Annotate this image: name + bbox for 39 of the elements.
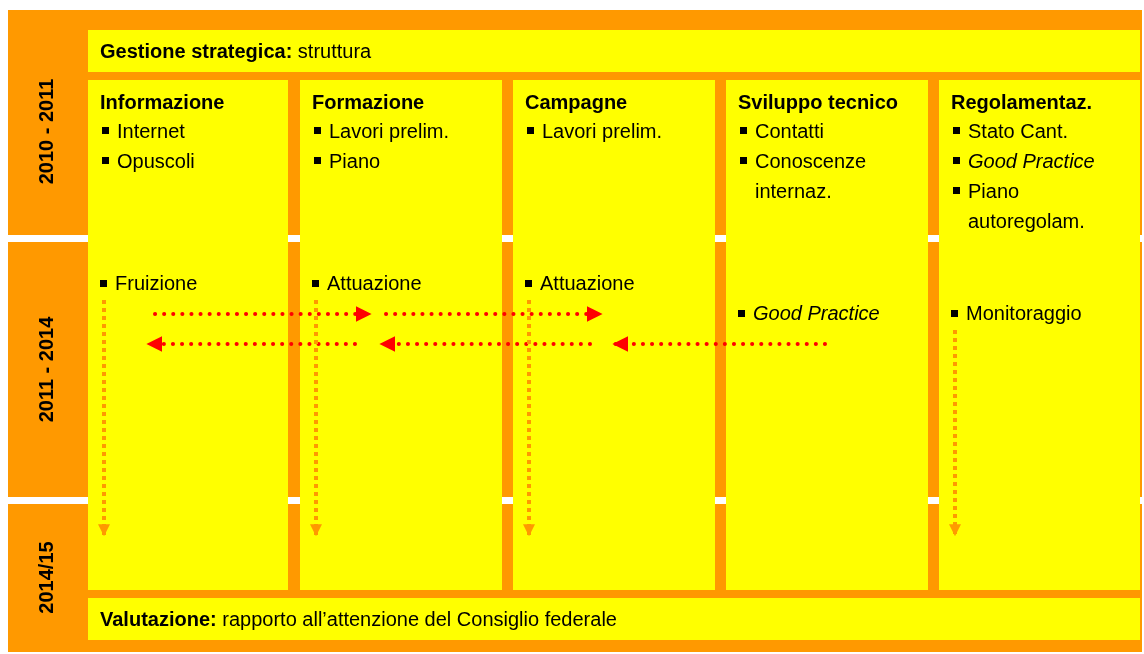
arrow xyxy=(379,336,592,352)
arrow xyxy=(384,306,603,322)
list-item: Monitoraggio xyxy=(966,301,1082,326)
list-item: Attuazione xyxy=(327,271,422,296)
column-box xyxy=(939,80,1140,590)
column-box xyxy=(513,80,715,590)
list-item: Fruizione xyxy=(115,271,198,296)
column-box xyxy=(300,80,502,590)
list-item: Attuazione xyxy=(540,271,635,296)
column-heading: Informazione xyxy=(100,90,226,115)
period-label: 2010 - 2011 xyxy=(34,77,58,187)
arrow xyxy=(949,330,961,537)
arrow xyxy=(612,336,827,352)
list-item: Conoscenze internaz. xyxy=(755,149,868,204)
arrow xyxy=(98,300,110,537)
list-item: Contatti xyxy=(755,119,824,144)
column-heading: Sviluppo tecnico xyxy=(738,90,900,115)
list-item: Opuscoli xyxy=(117,149,195,174)
list-item: Lavori prelim. xyxy=(329,119,450,144)
column-box xyxy=(88,80,288,590)
arrow xyxy=(153,306,372,322)
list-item: Lavori prelim. xyxy=(542,119,663,144)
list-item: Good Practice xyxy=(753,301,880,326)
arrow xyxy=(310,300,322,537)
period-label: 2011 - 2014 xyxy=(34,315,58,425)
arrow xyxy=(146,336,357,352)
column-heading: Formazione xyxy=(312,90,426,115)
list-item: Piano autoregolam. xyxy=(968,179,1086,234)
column-heading: Regolamentaz. xyxy=(951,90,1094,115)
list-item: Piano xyxy=(329,149,381,174)
column-box xyxy=(726,80,928,590)
column-heading: Campagne xyxy=(525,90,629,115)
banner-box: Valutazione: rapporto all’attenzione del Consiglio federale xyxy=(88,598,1140,640)
arrow xyxy=(523,300,535,537)
list-item: Stato Cant. xyxy=(968,119,1069,144)
list-item: Good Practice xyxy=(968,149,1095,174)
list-item: Internet xyxy=(117,119,185,144)
banner-box: Gestione strategica: struttura xyxy=(88,30,1140,72)
period-label: 2014/15 xyxy=(34,540,58,616)
